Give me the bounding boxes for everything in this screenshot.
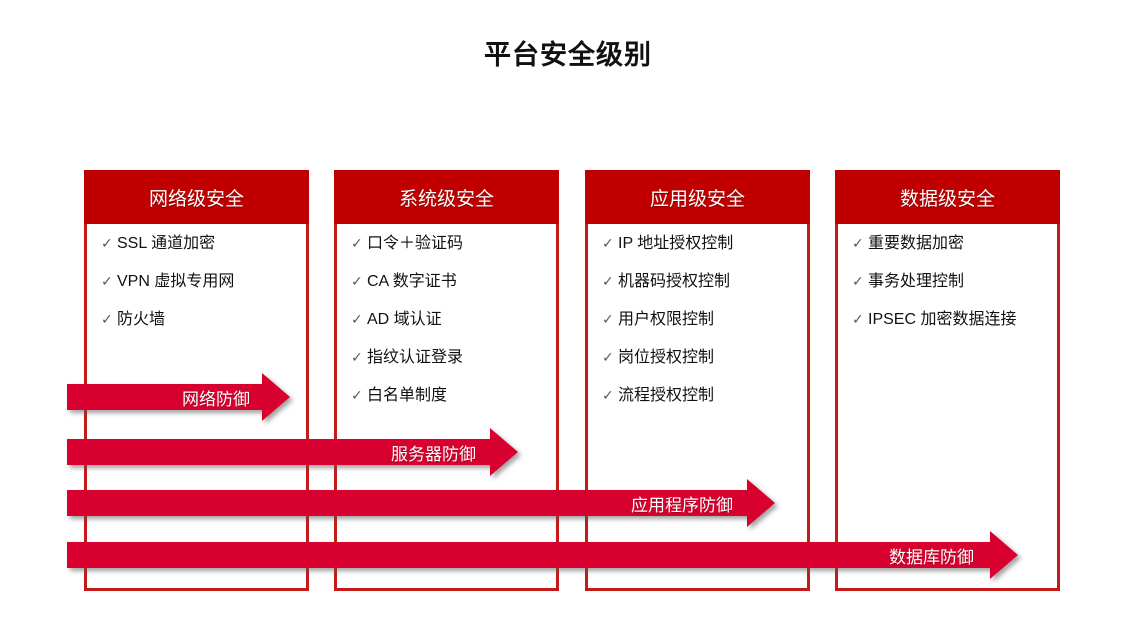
item-label: 指纹认证登录 (367, 349, 464, 366)
defense-arrow-network: 网络防御 (67, 373, 290, 421)
item-label: 口令＋验证码 (367, 235, 464, 252)
item-label: SSL 通道加密 (117, 235, 216, 252)
check-icon: ✓ (602, 349, 614, 365)
check-icon: ✓ (602, 387, 614, 403)
list-item: ✓ 白名单制度 (337, 388, 556, 404)
item-label: 用户权限控制 (618, 311, 715, 328)
defense-arrow-application: 应用程序防御 (67, 479, 775, 527)
security-column-system: 系统级安全 ✓ 口令＋验证码 ✓ CA 数字证书 ✓ AD 域认证 ✓ 指纹认证… (334, 170, 559, 591)
item-label: 事务处理控制 (868, 273, 965, 290)
check-icon: ✓ (852, 235, 864, 251)
page-title: 平台安全级别 (484, 40, 652, 70)
item-list: ✓ 重要数据加密 ✓ 事务处理控制 ✓ IPSEC 加密数据连接 (838, 236, 1057, 328)
arrow-shape-icon (67, 373, 290, 421)
check-icon: ✓ (351, 311, 363, 327)
column-header: 数据级安全 (835, 170, 1060, 224)
check-icon: ✓ (101, 235, 113, 251)
item-label: IP 地址授权控制 (618, 235, 734, 252)
list-item: ✓ 用户权限控制 (588, 312, 807, 328)
list-item: ✓ 机器码授权控制 (588, 274, 807, 290)
list-item: ✓ 流程授权控制 (588, 388, 807, 404)
list-item: ✓ CA 数字证书 (337, 274, 556, 290)
check-icon: ✓ (101, 311, 113, 327)
item-label: VPN 虚拟专用网 (117, 273, 235, 290)
check-icon: ✓ (852, 311, 864, 327)
item-label: 防火墙 (117, 311, 166, 328)
item-label: 机器码授权控制 (618, 273, 731, 290)
list-item: ✓ 事务处理控制 (838, 274, 1057, 290)
item-label: 白名单制度 (367, 387, 448, 404)
list-item: ✓ IP 地址授权控制 (588, 236, 807, 252)
column-header: 系统级安全 (334, 170, 559, 224)
item-list: ✓ 口令＋验证码 ✓ CA 数字证书 ✓ AD 域认证 ✓ 指纹认证登录 ✓ (337, 236, 556, 404)
check-icon: ✓ (351, 387, 363, 403)
check-icon: ✓ (602, 311, 614, 327)
item-list: ✓ SSL 通道加密 ✓ VPN 虚拟专用网 ✓ 防火墙 (87, 236, 306, 328)
item-label: IPSEC 加密数据连接 (868, 311, 1017, 328)
check-icon: ✓ (351, 235, 363, 251)
list-item: ✓ 重要数据加密 (838, 236, 1057, 252)
defense-arrow-server: 服务器防御 (67, 428, 518, 476)
list-item: ✓ 防火墙 (87, 312, 306, 328)
arrow-shape-icon (67, 428, 518, 476)
item-label: CA 数字证书 (367, 273, 457, 290)
check-icon: ✓ (351, 273, 363, 289)
item-label: 流程授权控制 (618, 387, 715, 404)
check-icon: ✓ (101, 273, 113, 289)
list-item: ✓ IPSEC 加密数据连接 (838, 312, 1057, 328)
list-item: ✓ 岗位授权控制 (588, 350, 807, 366)
list-item: ✓ SSL 通道加密 (87, 236, 306, 252)
column-header: 网络级安全 (84, 170, 309, 224)
list-item: ✓ 指纹认证登录 (337, 350, 556, 366)
list-item: ✓ VPN 虚拟专用网 (87, 274, 306, 290)
item-list: ✓ IP 地址授权控制 ✓ 机器码授权控制 ✓ 用户权限控制 ✓ 岗位授权控制 … (588, 236, 807, 404)
security-column-application: 应用级安全 ✓ IP 地址授权控制 ✓ 机器码授权控制 ✓ 用户权限控制 ✓ 岗… (585, 170, 810, 591)
check-icon: ✓ (602, 235, 614, 251)
arrow-shape-icon (67, 531, 1018, 579)
column-header: 应用级安全 (585, 170, 810, 224)
item-label: 岗位授权控制 (618, 349, 715, 366)
item-label: AD 域认证 (367, 311, 442, 328)
check-icon: ✓ (852, 273, 864, 289)
column-body: ✓ IP 地址授权控制 ✓ 机器码授权控制 ✓ 用户权限控制 ✓ 岗位授权控制 … (585, 224, 810, 591)
list-item: ✓ 口令＋验证码 (337, 236, 556, 252)
column-body: ✓ 重要数据加密 ✓ 事务处理控制 ✓ IPSEC 加密数据连接 (835, 224, 1060, 591)
check-icon: ✓ (351, 349, 363, 365)
check-icon: ✓ (602, 273, 614, 289)
list-item: ✓ AD 域认证 (337, 312, 556, 328)
arrow-shape-icon (67, 479, 775, 527)
security-column-data: 数据级安全 ✓ 重要数据加密 ✓ 事务处理控制 ✓ IPSEC 加密数据连接 (835, 170, 1060, 591)
column-body: ✓ 口令＋验证码 ✓ CA 数字证书 ✓ AD 域认证 ✓ 指纹认证登录 ✓ (334, 224, 559, 591)
defense-arrow-database: 数据库防御 (67, 531, 1018, 579)
item-label: 重要数据加密 (868, 235, 965, 252)
